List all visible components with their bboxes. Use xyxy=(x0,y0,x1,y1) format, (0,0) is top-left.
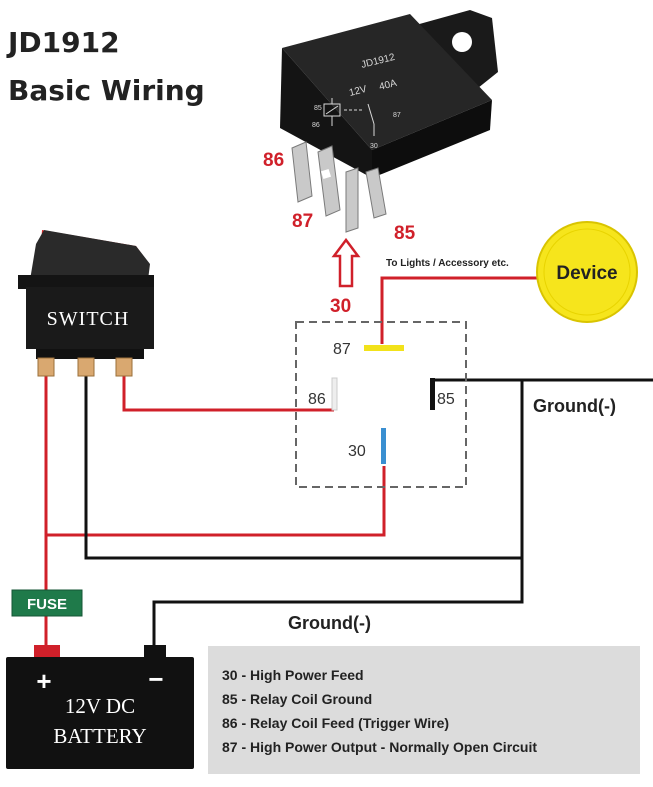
fuse-label: FUSE xyxy=(27,596,67,613)
battery-plus-sign: + xyxy=(36,666,51,696)
battery-terminal-positive xyxy=(34,645,60,659)
legend-item-87: 87 - High Power Output - Normally Open C… xyxy=(222,739,537,755)
device-circle xyxy=(536,221,638,323)
relay-pin87-text: 87 xyxy=(393,112,401,119)
legend-box xyxy=(208,646,640,774)
callout-87: 87 xyxy=(292,211,313,232)
wire-30-feed xyxy=(46,466,386,537)
pin-87-terminal xyxy=(364,345,404,351)
battery-label-line1: 12V DC xyxy=(65,694,135,718)
switch-rocker-body xyxy=(30,230,150,280)
schematic-label-30: 30 xyxy=(348,443,366,460)
schematic-label-86: 86 xyxy=(308,391,326,408)
pin-30-terminal xyxy=(381,428,386,464)
relay-front xyxy=(280,48,372,178)
switch-bezel-top xyxy=(18,275,154,289)
terminal-hole xyxy=(320,168,332,180)
ground-label-bottom: Ground(-) xyxy=(288,613,371,633)
title-line1: JD1912 xyxy=(6,26,120,59)
wire-switch-ground xyxy=(84,376,524,560)
fuse-box xyxy=(11,589,83,617)
rocker-switch: SWITCH xyxy=(18,230,154,377)
relay-voltage-text: 12V xyxy=(348,84,368,99)
to-lights-label: To Lights / Accessory etc. xyxy=(386,258,509,269)
terminal-85 xyxy=(365,167,387,219)
battery-body xyxy=(6,657,194,769)
terminal-30 xyxy=(345,167,359,233)
relay-photo: JD1912 12V 40A 85 86 87 30 xyxy=(280,10,498,233)
relay-schematic-box xyxy=(295,321,467,488)
terminal-86 xyxy=(291,141,313,203)
relay-side xyxy=(372,100,492,178)
switch-terminal-right xyxy=(115,357,133,377)
pin-86-terminal xyxy=(331,377,338,411)
schematic-label-85: 85 xyxy=(437,391,455,408)
schematic-label-87: 87 xyxy=(333,341,351,358)
legend-item-86: 86 - Relay Coil Feed (Trigger Wire) xyxy=(222,715,449,731)
callout-86: 86 xyxy=(263,150,284,171)
pin-85-terminal xyxy=(430,378,435,410)
bracket-hole xyxy=(452,32,472,52)
switch-terminal-left xyxy=(37,357,55,377)
legend-item-30: 30 - High Power Feed xyxy=(222,667,364,683)
relay-pin86-text: 86 xyxy=(312,122,320,129)
wire-switch-to-86 xyxy=(122,376,334,412)
battery: + − 12V DC BATTERY xyxy=(6,645,194,769)
title-line2: Basic Wiring xyxy=(8,74,205,107)
legend-item-85: 85 - Relay Coil Ground xyxy=(222,691,372,707)
relay-top xyxy=(282,14,492,150)
ground-label-right: Ground(-) xyxy=(533,396,616,416)
switch-housing xyxy=(26,287,154,349)
relay-pin85-text: 85 xyxy=(314,105,322,112)
arrow-up-icon xyxy=(331,237,361,288)
switch-base xyxy=(36,349,144,359)
wire-87-to-device xyxy=(380,276,538,344)
relay-terminals xyxy=(291,141,387,233)
battery-label-line2: BATTERY xyxy=(53,724,146,748)
switch-terminal-middle xyxy=(77,357,95,377)
callout-85: 85 xyxy=(394,223,416,244)
wire-battery-ground xyxy=(152,558,524,648)
relay-current-text: 40A xyxy=(378,78,398,93)
battery-minus-sign: − xyxy=(148,664,163,694)
relay-coil-symbol xyxy=(323,98,375,136)
device-inner-ring xyxy=(543,228,631,316)
switch-label: SWITCH xyxy=(47,308,130,330)
callout-30: 30 xyxy=(330,296,351,317)
relay-pin30-text: 30 xyxy=(370,143,378,150)
device-label: Device xyxy=(556,263,617,284)
battery-terminal-negative xyxy=(144,645,166,659)
terminal-87 xyxy=(317,145,341,217)
